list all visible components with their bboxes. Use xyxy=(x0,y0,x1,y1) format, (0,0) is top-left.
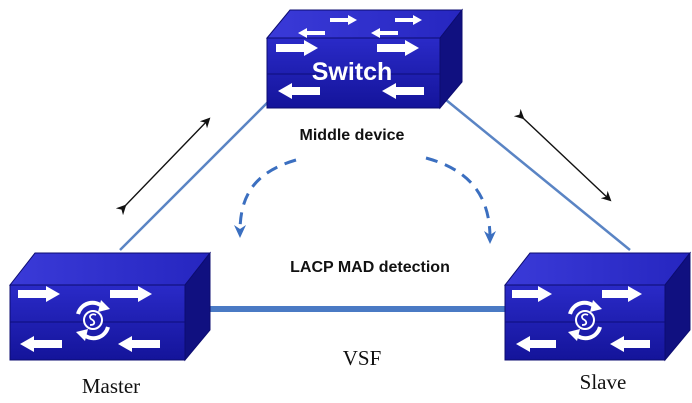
switch-device: Switch xyxy=(265,8,464,110)
lacp-mad-caption: LACP MAD detection xyxy=(290,259,450,276)
arrow-left-icon xyxy=(278,83,320,99)
middle-device-caption: Middle device xyxy=(300,127,405,144)
arrow-left-icon xyxy=(610,336,650,352)
master-caption: Master xyxy=(82,374,140,398)
lacp-mad-arrow-right xyxy=(425,156,496,244)
sync-icon xyxy=(76,300,110,341)
lacp-mad-arrow-left xyxy=(234,158,297,238)
arrow-left-icon xyxy=(382,83,424,99)
arrow-right-icon xyxy=(512,286,552,302)
sync-icon xyxy=(568,300,602,341)
arrow-left-icon xyxy=(298,28,325,38)
vsf-caption: VSF xyxy=(343,346,382,370)
double-arrow-icon xyxy=(513,108,612,202)
arrow-left-icon xyxy=(20,336,62,352)
link-master-switch xyxy=(119,99,271,251)
arrow-left-icon xyxy=(516,336,556,352)
arrow-right-icon xyxy=(18,286,60,302)
master-device xyxy=(8,251,212,362)
arrow-left-icon xyxy=(371,28,398,38)
arrow-right-icon xyxy=(276,40,318,56)
slave-device xyxy=(503,251,692,362)
arrow-right-icon xyxy=(395,15,422,25)
arrow-right-icon xyxy=(330,15,357,25)
arrow-left-icon xyxy=(118,336,160,352)
switch-label: Switch xyxy=(312,58,393,86)
double-arrow-icon xyxy=(115,117,211,216)
link-slave-switch xyxy=(439,94,631,251)
arrow-right-icon xyxy=(377,40,419,56)
arrow-right-icon xyxy=(602,286,642,302)
arrow-right-icon xyxy=(110,286,152,302)
slave-caption: Slave xyxy=(580,370,627,394)
